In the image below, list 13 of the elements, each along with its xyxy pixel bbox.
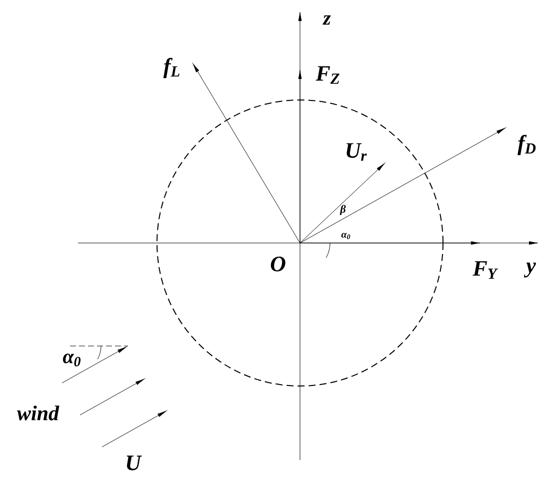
angle-label: α$_{0}$	[341, 232, 350, 240]
force-label: F$_{Y}$	[472, 261, 498, 279]
wind-label: wind	[17, 406, 60, 420]
velocity-label: U	[126, 456, 142, 470]
axis-label: y	[524, 262, 536, 278]
force-label: f$_{L}$	[163, 58, 180, 78]
velocity-label: U$_{r}$	[346, 143, 367, 161]
force-label: f$_{D}$	[518, 134, 536, 156]
angle-label: β	[340, 204, 346, 216]
origin-label: O	[270, 256, 286, 272]
angle-label: α$_{0}$	[63, 354, 81, 366]
axis-label: z	[322, 15, 331, 25]
force-label: F$_{Z}$	[316, 66, 340, 84]
